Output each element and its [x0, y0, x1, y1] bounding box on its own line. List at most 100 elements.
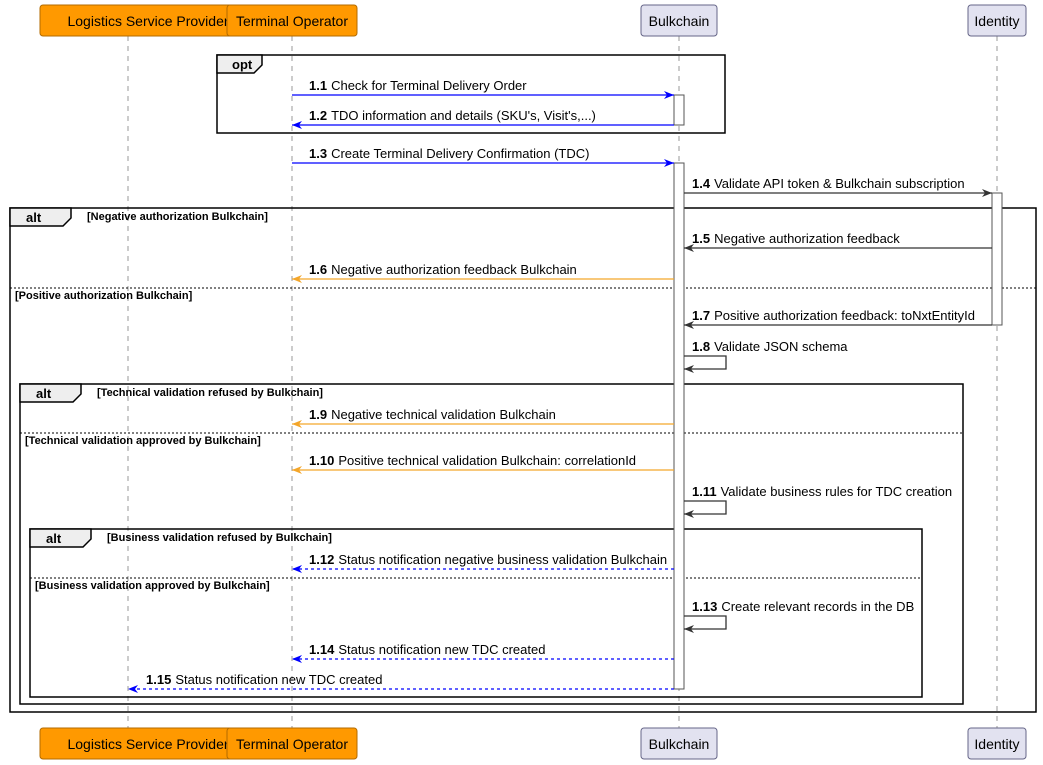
- message-text: Create relevant records in the DB: [721, 599, 914, 614]
- activation-bar: [673, 162, 685, 690]
- fragment-alt-keyword: alt: [36, 386, 52, 401]
- message-label: 1.10 Positive technical validation Bulkch…: [309, 453, 636, 468]
- message-number: 1.13: [692, 599, 717, 614]
- participant-label: Identity: [974, 736, 1019, 752]
- message-1-3: 1.3 Create Terminal Delivery Confirmation…: [292, 146, 674, 167]
- message-number: 1.15: [146, 672, 171, 687]
- fragment-opt: opt: [216, 54, 726, 134]
- participant-lsp-top[interactable]: Logistics Service Provider: [39, 4, 257, 37]
- message-1-5: 1.5 Negative authorization feedback: [684, 231, 992, 252]
- participant-label: Identity: [974, 13, 1019, 29]
- message-label: 1.11 Validate business rules for TDC crea…: [692, 484, 952, 499]
- message-text: Validate API token & Bulkchain subscript…: [714, 176, 965, 191]
- fragment-alt-technical: alt [Technical validation refused by Bul…: [19, 383, 964, 705]
- message-label: 1.8 Validate JSON schema: [692, 339, 848, 354]
- message-1-9: 1.9 Negative technical validation Bulkcha…: [292, 407, 674, 428]
- fragment-else-condition: [Positive authorization Bulkchain]: [15, 290, 193, 302]
- message-1-10: 1.10 Positive technical validation Bulkch…: [292, 453, 674, 474]
- message-number: 1.2: [309, 108, 327, 123]
- message-label: 1.9 Negative technical validation Bulkcha…: [309, 407, 556, 422]
- message-number: 1.11: [692, 484, 717, 499]
- fragment-condition: [Technical validation refused by Bulkcha…: [97, 387, 323, 399]
- message-arrow: [684, 355, 727, 373]
- activation-bar: [673, 94, 685, 126]
- fragment-alt-keyword: alt: [26, 210, 42, 225]
- message-text: Validate JSON schema: [714, 339, 848, 354]
- message-text: Positive technical validation Bulkchain:…: [338, 453, 636, 468]
- message-number: 1.3: [309, 146, 327, 161]
- message-label: 1.1 Check for Terminal Delivery Order: [309, 78, 527, 93]
- participant-to-bottom[interactable]: Terminal Operator: [226, 727, 358, 760]
- participant-bc-bottom[interactable]: Bulkchain: [640, 727, 718, 760]
- message-text: Check for Terminal Delivery Order: [331, 78, 527, 93]
- message-number: 1.5: [692, 231, 710, 246]
- message-text: TDO information and details (SKU's, Visi…: [331, 108, 596, 123]
- message-number: 1.6: [309, 262, 327, 277]
- participant-bc-top[interactable]: Bulkchain: [640, 4, 718, 37]
- message-1-8: 1.8 Validate JSON schema: [684, 339, 848, 373]
- message-number: 1.4: [692, 176, 711, 191]
- message-text: Status notification new TDC created: [338, 642, 545, 657]
- message-1-12: 1.12 Status notification negative busines…: [292, 552, 674, 573]
- message-number: 1.14: [309, 642, 335, 657]
- message-label: 1.5 Negative authorization feedback: [692, 231, 900, 246]
- participant-label: Terminal Operator: [236, 736, 348, 752]
- message-arrow: [684, 500, 727, 518]
- message-text: Positive authorization feedback: toNxtEn…: [714, 308, 975, 323]
- message-text: Negative authorization feedback Bulkchai…: [331, 262, 577, 277]
- message-number: 1.12: [309, 552, 334, 567]
- message-number: 1.10: [309, 453, 334, 468]
- message-text: Negative authorization feedback: [714, 231, 900, 246]
- activation-bar: [991, 192, 1003, 326]
- participant-id-bottom[interactable]: Identity: [967, 727, 1027, 760]
- message-1-7: 1.7 Positive authorization feedback: toNx…: [684, 308, 992, 329]
- message-label: 1.15 Status notification new TDC created: [146, 672, 382, 687]
- message-number: 1.1: [309, 78, 327, 93]
- message-text: Status notification negative business va…: [338, 552, 667, 567]
- message-number: 1.9: [309, 407, 327, 422]
- message-1-13: 1.13 Create relevant records in the DB: [684, 599, 914, 633]
- message-1-15: 1.15 Status notification new TDC created: [128, 672, 674, 693]
- message-label: 1.2 TDO information and details (SKU's, V…: [309, 108, 596, 123]
- participant-label: Bulkchain: [649, 736, 710, 752]
- participant-label: Logistics Service Provider: [67, 736, 228, 752]
- message-text: Validate business rules for TDC creation: [721, 484, 952, 499]
- fragment-alt-business: alt [Business validation refused by Bulk…: [29, 528, 923, 698]
- fragment-alt-authorization: alt [Negative authorization Bulkchain] […: [9, 207, 1037, 713]
- message-label: 1.13 Create relevant records in the DB: [692, 599, 914, 614]
- message-1-6: 1.6 Negative authorization feedback Bulkc…: [292, 262, 674, 283]
- message-label: 1.7 Positive authorization feedback: toNx…: [692, 308, 975, 323]
- lifelines: [127, 36, 998, 728]
- participant-label: Logistics Service Provider: [67, 13, 228, 29]
- message-label: 1.12 Status notification negative busines…: [309, 552, 667, 567]
- participant-label: Terminal Operator: [236, 13, 348, 29]
- message-number: 1.7: [692, 308, 710, 323]
- message-label: 1.3 Create Terminal Delivery Confirmation…: [309, 146, 589, 161]
- fragment-condition: [Business validation refused by Bulkchai…: [107, 532, 332, 544]
- participant-label: Bulkchain: [649, 13, 710, 29]
- fragment-opt-keyword: opt: [232, 57, 253, 72]
- messages: 1.1 Check for Terminal Delivery Order 1.2 T…: [128, 78, 992, 693]
- participant-to-top[interactable]: Terminal Operator: [226, 4, 358, 37]
- fragment-else-condition: [Technical validation approved by Bulkch…: [25, 435, 261, 447]
- message-text: Status notification new TDC created: [175, 672, 382, 687]
- message-text: Negative technical validation Bulkchain: [331, 407, 556, 422]
- message-text: Create Terminal Delivery Confirmation (T…: [331, 146, 589, 161]
- participant-lsp-bottom[interactable]: Logistics Service Provider: [39, 727, 257, 760]
- message-label: 1.6 Negative authorization feedback Bulkc…: [309, 262, 577, 277]
- activation-bars: [673, 94, 1003, 690]
- message-arrow: [684, 615, 727, 633]
- message-1-11: 1.11 Validate business rules for TDC crea…: [684, 484, 952, 518]
- participant-id-top[interactable]: Identity: [967, 4, 1027, 37]
- message-number: 1.8: [692, 339, 710, 354]
- fragment-condition: [Negative authorization Bulkchain]: [87, 211, 268, 223]
- fragment-else-condition: [Business validation approved by Bulkcha…: [35, 580, 270, 592]
- fragment-alt-keyword: alt: [46, 531, 62, 546]
- message-1-2: 1.2 TDO information and details (SKU's, V…: [292, 108, 674, 129]
